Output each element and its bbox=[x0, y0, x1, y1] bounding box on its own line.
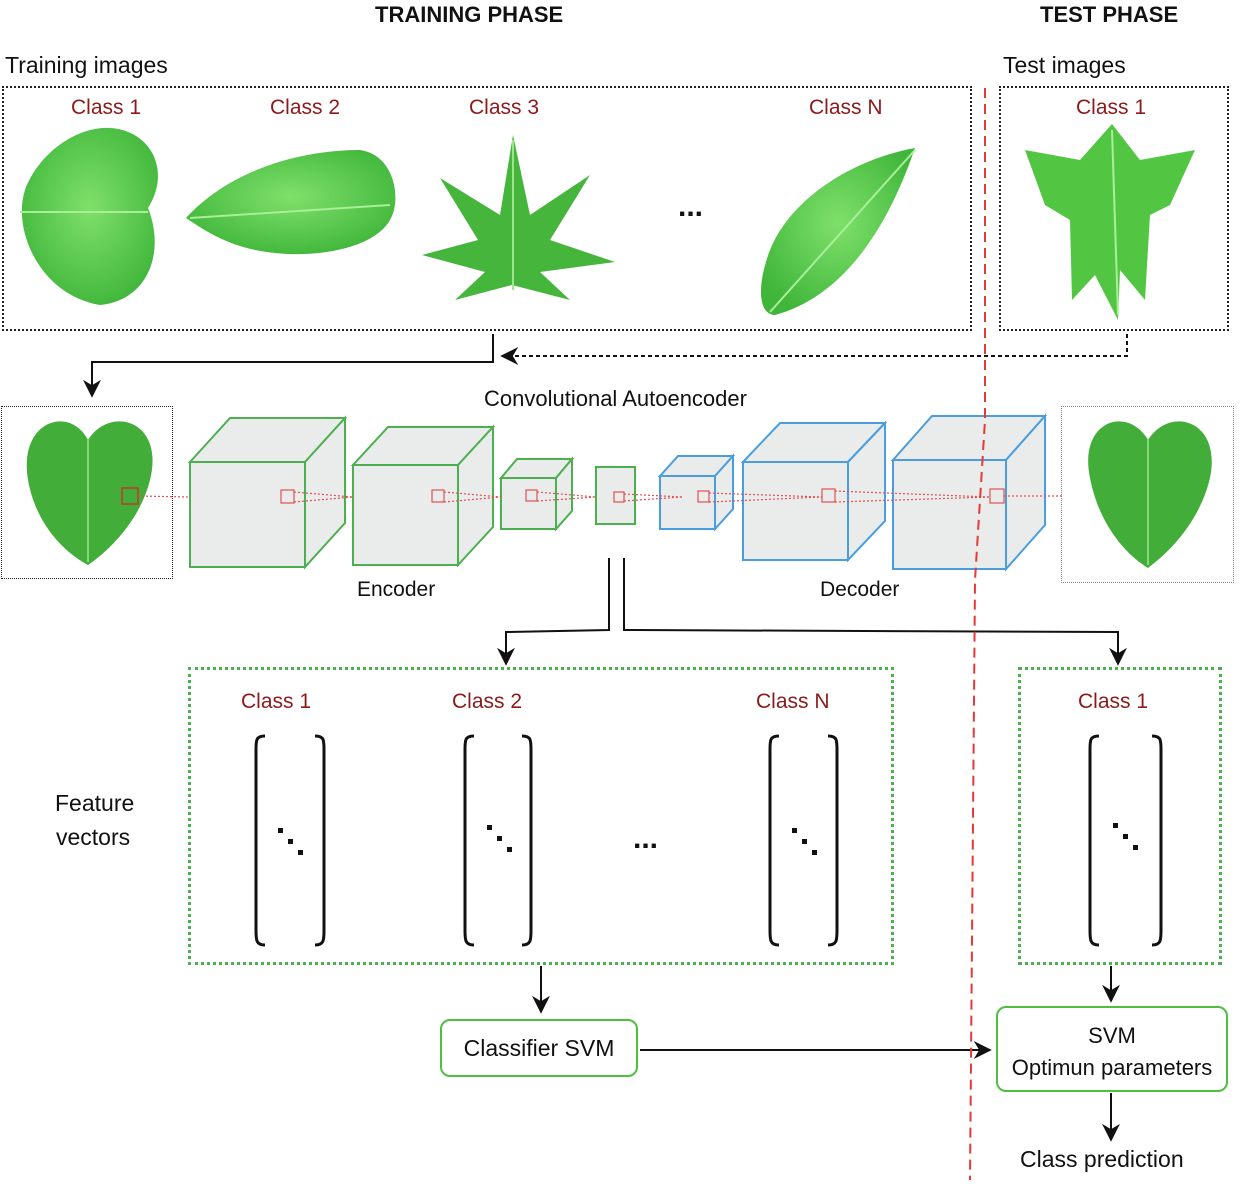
input-leaf-image bbox=[26, 421, 153, 565]
feature-class-2-label: Class 2 bbox=[452, 690, 523, 713]
test-class-1-label: Class 1 bbox=[1076, 96, 1147, 119]
feature-class-1-label: Class 1 bbox=[241, 690, 312, 713]
training-features-box bbox=[188, 667, 894, 965]
train-class-n-label: Class N bbox=[809, 96, 883, 119]
latent-code-block bbox=[595, 466, 636, 525]
feature-label-line1: Feature bbox=[55, 790, 135, 816]
training-images-box bbox=[2, 86, 972, 331]
class-prediction-label: Class prediction bbox=[1020, 1146, 1184, 1172]
output-leaf-image bbox=[1088, 421, 1212, 568]
leaf-test-image bbox=[1025, 124, 1195, 320]
train-class-2-label: Class 2 bbox=[270, 96, 341, 119]
encoder-cube-3 bbox=[498, 456, 575, 532]
test-images-label: Test images bbox=[1003, 52, 1126, 78]
input-image-frame bbox=[1, 406, 173, 579]
decoder-cube-3 bbox=[890, 413, 1048, 572]
feature-label-line2: vectors bbox=[56, 824, 131, 850]
test-images-box bbox=[999, 86, 1229, 331]
encoder-cube-2 bbox=[350, 424, 496, 568]
svm-line1: SVM bbox=[1088, 1023, 1136, 1048]
feature-class-n-label: Class N bbox=[756, 690, 830, 713]
feature-test-class-label: Class 1 bbox=[1078, 690, 1149, 713]
matrix-dots bbox=[278, 823, 1138, 855]
test-features-box bbox=[1018, 667, 1222, 965]
classifier-svm-label: Classifier SVM bbox=[463, 1035, 615, 1061]
receptive-field-markers bbox=[137, 488, 1062, 504]
train-class-3-label: Class 3 bbox=[469, 96, 540, 119]
training-ellipsis: ... bbox=[678, 190, 704, 223]
leaf-class-2-image bbox=[186, 150, 396, 255]
classifier-svm-box: Classifier SVM bbox=[440, 1019, 638, 1077]
features-ellipsis: ... bbox=[633, 822, 659, 855]
leaf-class-3-image bbox=[422, 135, 615, 300]
encoder-cube-1 bbox=[187, 415, 348, 570]
training-images-label: Training images bbox=[5, 52, 168, 78]
train-class-1-label: Class 1 bbox=[71, 96, 142, 119]
svm-line2: Optimun parameters bbox=[1011, 1055, 1213, 1080]
decoder-label: Decoder bbox=[820, 578, 900, 601]
decoder-cube-2 bbox=[740, 420, 888, 563]
phase-split-line bbox=[969, 88, 986, 1181]
leaf-class-n-image bbox=[760, 148, 916, 315]
output-image-frame bbox=[1061, 406, 1234, 583]
autoencoder-title: Convolutional Autoencoder bbox=[484, 386, 747, 411]
svm-optimum-box: SVM Optimun parameters bbox=[996, 1006, 1228, 1092]
encoder-label: Encoder bbox=[357, 578, 436, 601]
decoder-cube-1 bbox=[657, 453, 736, 532]
feature-vector-matrices bbox=[254, 734, 1163, 947]
training-phase-title: TRAINING PHASE bbox=[375, 2, 564, 27]
leaf-class-1-image bbox=[20, 127, 158, 306]
test-phase-title: TEST PHASE bbox=[1040, 2, 1179, 27]
flow-arrows bbox=[83, 334, 1128, 1142]
